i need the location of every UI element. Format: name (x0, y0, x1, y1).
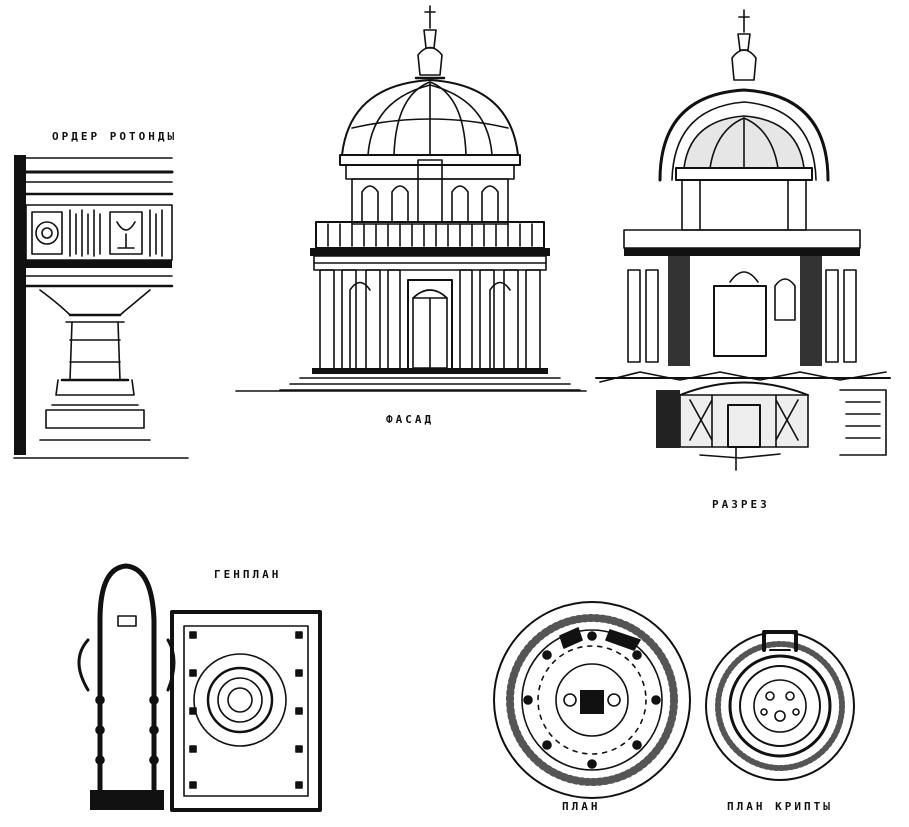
nave-piers (96, 696, 158, 764)
plan-drawing (494, 602, 690, 798)
metope-row (32, 210, 162, 256)
genplan-label: ГЕНПЛАН (214, 568, 282, 581)
section-label: РАЗРЕЗ (712, 498, 770, 511)
crypt-plan-label: ПЛАН КРИПТЫ (727, 800, 833, 813)
order-label: ОРДЕР РОТОНДЫ (52, 130, 178, 143)
facade-label: ФАСАД (386, 413, 435, 426)
genplan-drawing (79, 566, 320, 810)
cloister-piers (190, 632, 302, 788)
facade-drawing (236, 6, 586, 391)
order-detail (14, 155, 188, 458)
plan-label: ПЛАН (562, 800, 601, 813)
crypt-plan-drawing (706, 632, 854, 780)
balusters (328, 224, 532, 246)
section-drawing (596, 10, 890, 470)
plan-columns (524, 632, 660, 768)
drum-windows (362, 160, 498, 222)
